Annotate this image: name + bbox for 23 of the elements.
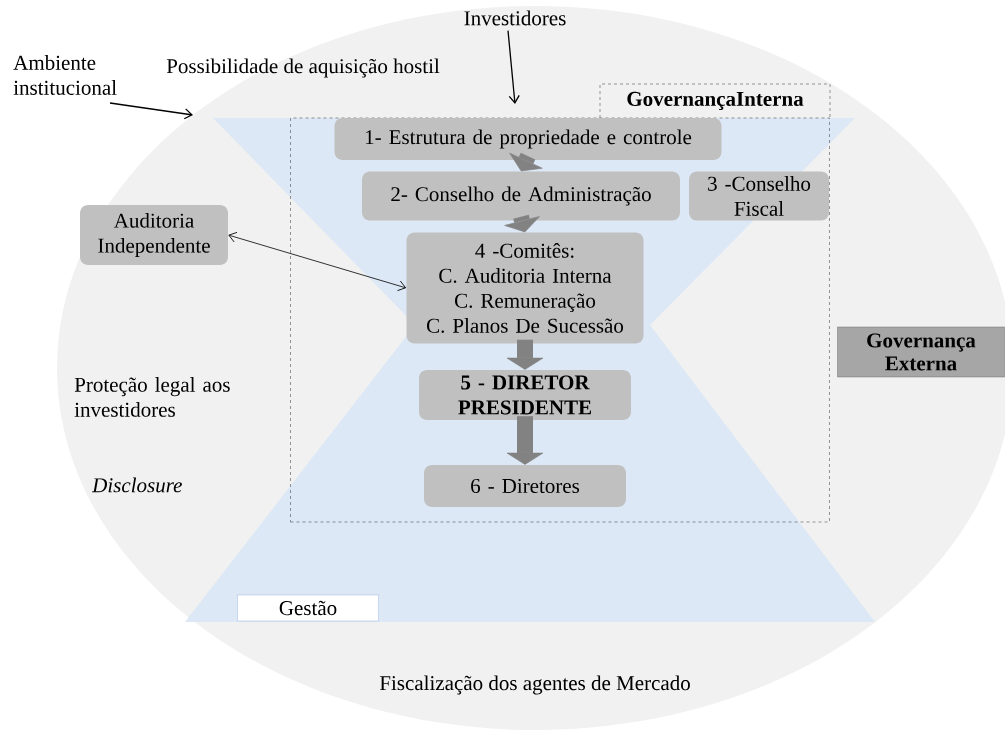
process-box: 1- Estrutura de propriedade e controle xyxy=(334,118,722,160)
arrow xyxy=(507,29,520,104)
process-box: 2- Conselho de Administração xyxy=(362,171,680,221)
label-text: Possibilidade de aquisição hostil xyxy=(166,58,440,78)
caption-text: Investidores xyxy=(464,10,566,26)
process-box: 6 - Diretores xyxy=(424,465,626,507)
arrow xyxy=(228,232,407,291)
block-arrow xyxy=(506,416,544,465)
process-box: 3 -Conselho Fiscal xyxy=(689,171,829,221)
label-text: Disclosure xyxy=(91,477,182,493)
label-text: Proteção legal aos investidores xyxy=(74,377,230,417)
block-arrow xyxy=(504,214,540,233)
label-text: Fiscalização dos agentes de Mercado xyxy=(379,675,690,695)
arrow xyxy=(109,102,193,120)
caption-text: Ambiente institucional xyxy=(13,55,117,95)
title-box: Governança Externa xyxy=(837,326,1005,378)
node-label: GovernançaInterna xyxy=(627,91,804,111)
process-box: Auditoria Independente xyxy=(80,205,228,265)
block-arrow xyxy=(506,339,544,370)
label-box: Gestão xyxy=(237,594,379,622)
process-box: 4 -Comitês: C. Auditoria Interna C. Remuneração C. Planos De Sucessão xyxy=(406,232,644,344)
block-arrow xyxy=(509,152,543,172)
process-box: 5 - DIRETOR PRESIDENTE xyxy=(419,370,631,420)
